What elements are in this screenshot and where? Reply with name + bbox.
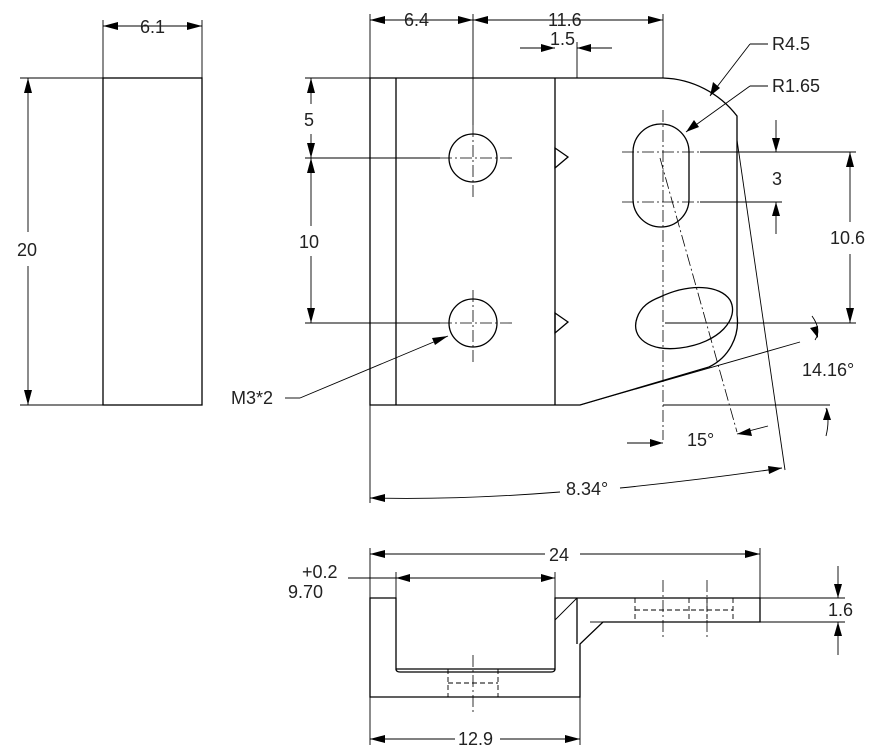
bottom-inner-floor: [395, 668, 556, 673]
dim-1-5-arrow-left: [541, 44, 555, 52]
front-view-outline: [369, 77, 739, 406]
angle-14-16-arrow-top: [810, 326, 818, 338]
angle-15-label: 15°: [687, 430, 714, 450]
dim-10-6-arrow-top: [846, 152, 854, 167]
m3-leader-arrow: [432, 336, 448, 345]
m3-callout-label: M3*2: [231, 388, 273, 408]
dim-5-arrow-bottom: [307, 143, 315, 158]
dim-3-arrow-bottom: [772, 202, 780, 216]
dim-1-5-arrow-right: [577, 44, 591, 52]
dim-10-6-label: 10.6: [830, 228, 865, 248]
dim-10-6-arrow-bottom: [846, 308, 854, 323]
dim-9-70-arrow-left: [396, 574, 410, 582]
side-width-arrow-left: [103, 22, 118, 30]
dim-24-label: 24: [549, 545, 569, 565]
r1-65-label: R1.65: [772, 76, 820, 96]
bottom-view-outline: [369, 597, 761, 698]
side-height-arrow-bottom: [24, 390, 32, 405]
side-view: 6.1 20: [17, 17, 203, 406]
dim-11-6-arrow-right: [648, 16, 663, 24]
angle-8-34-label: 8.34°: [566, 479, 608, 499]
dim-24-arrow-left: [370, 550, 385, 558]
side-height-arrow-top: [24, 78, 32, 93]
bend-notch-upper: [554, 146, 570, 170]
side-view-outline: [102, 77, 203, 406]
dim-3-arrow-top: [772, 138, 780, 152]
side-width-arrow-right: [187, 22, 202, 30]
angle-14-16-arrow-bottom: [823, 408, 831, 420]
dim-11-6-arrow-left: [473, 16, 488, 24]
side-height-label: 20: [17, 240, 37, 260]
dim-5-label: 5: [304, 110, 314, 130]
dim-6-4-arrow-right: [458, 16, 473, 24]
dim-1-6-label: 1.6: [828, 600, 853, 620]
angle-14-16-label: 14.16°: [802, 360, 854, 380]
r4-5-label: R4.5: [772, 34, 810, 54]
slot-lower: [634, 286, 734, 350]
dim-12-9-arrow-right: [565, 735, 580, 743]
dim-12-9-label: 12.9: [458, 729, 493, 749]
dim-3-label: 3: [772, 169, 782, 189]
bottom-bend-diag: [554, 597, 578, 621]
side-width-label: 6.1: [140, 17, 165, 37]
angle-8-34-arc-left: [369, 491, 561, 499]
slot-upper: [632, 123, 690, 228]
dim-1-5-label: 1.5: [550, 29, 575, 49]
angle-8-34-arrow-left: [370, 494, 385, 502]
dim-9-70-label: 9.70: [288, 582, 323, 602]
m3-leader: [299, 335, 449, 399]
front-view: 6.4 11.6 1.5 5 10 R4.5: [231, 10, 865, 503]
bottom-view: 24 +0.2 9.70 1.6 12.9: [288, 545, 853, 749]
dim-9-70-arrow-right: [541, 574, 555, 582]
dim-9-70-tolerance: +0.2: [302, 562, 338, 582]
dim-11-6-label: 11.6: [548, 10, 582, 30]
r1-65-arrow: [686, 120, 699, 132]
dim-6-4-label: 6.4: [404, 10, 429, 30]
angle-8-34-ext: [736, 139, 786, 471]
dim-10-arrow-top: [307, 158, 315, 173]
angle-14-16-line: [579, 341, 801, 406]
slot-centerline-angled: [659, 157, 738, 433]
angle-15-arrow-left: [650, 439, 663, 447]
angle-15-arrow-right: [737, 428, 752, 436]
dim-6-4-arrow-left: [370, 16, 385, 24]
bend-notch-lower: [554, 311, 570, 335]
r4-5-arrow: [710, 82, 720, 96]
angle-8-34-arc-right: [619, 467, 783, 489]
dim-1-6-arrow-bottom: [834, 622, 842, 636]
dim-12-9-arrow-left: [370, 735, 385, 743]
dim-5-arrow-top: [307, 78, 315, 93]
dim-1-6-arrow-top: [834, 584, 842, 598]
dim-10-arrow-bottom: [307, 308, 315, 323]
angle-8-34-arrow-right: [768, 466, 782, 474]
dim-10-label: 10: [299, 232, 319, 252]
dim-24-arrow-right: [745, 550, 760, 558]
